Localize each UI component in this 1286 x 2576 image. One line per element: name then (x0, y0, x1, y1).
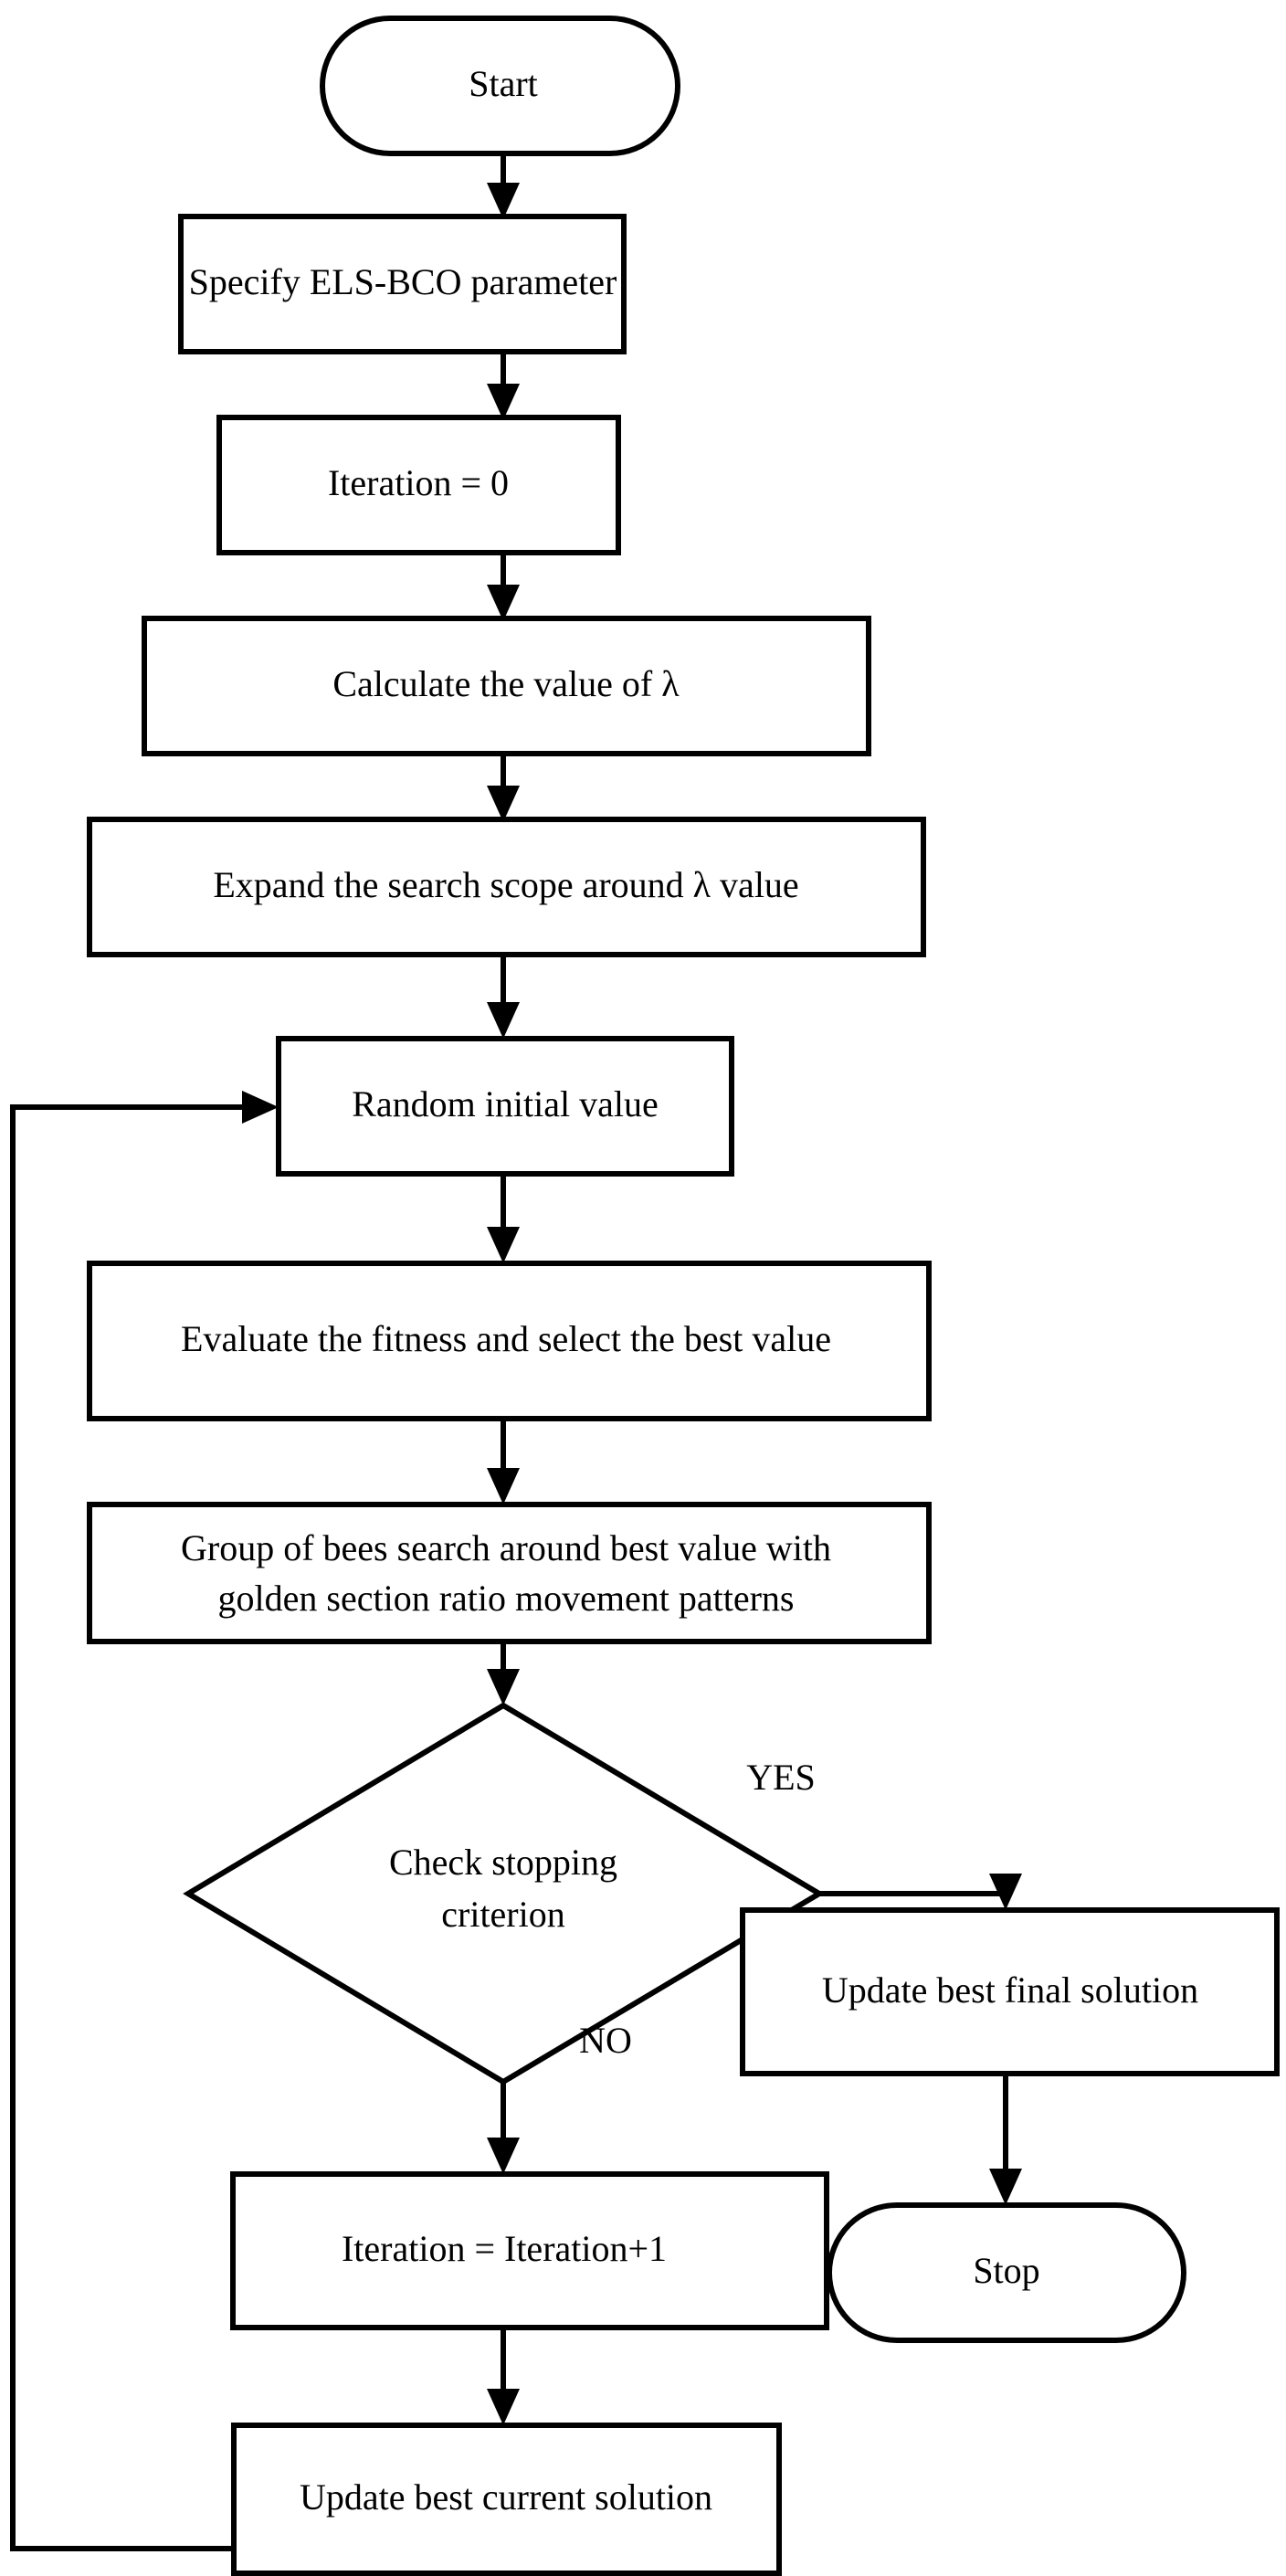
branch-label-no: NO (579, 2020, 632, 2061)
specify-parameter-label: Specify ELS-BCO parameter (189, 261, 617, 302)
node-calculate-lambda[interactable]: Calculate the value of λ (142, 616, 871, 756)
edge-update-final-to-stop (989, 2074, 1022, 2205)
stop-label: Stop (973, 2250, 1039, 2291)
node-expand-search-scope[interactable]: Expand the search scope around λ value (87, 817, 926, 957)
start-shape (320, 16, 680, 156)
iteration-zero-shape (216, 415, 621, 555)
edge-start-to-specify (487, 153, 520, 219)
edge-bees-search-to-check (487, 1642, 520, 1705)
branch-label-yes: YES (746, 1757, 816, 1798)
node-evaluate-fitness[interactable]: Evaluate the fitness and select the best… (87, 1261, 932, 1421)
node-iteration-increment[interactable]: Iteration = Iteration+1 (230, 2171, 829, 2330)
edge-check-no-to-iteration-increment (487, 2082, 520, 2174)
evaluate-fitness-shape (87, 1261, 932, 1421)
update-best-current-solution-shape (231, 2423, 782, 2576)
edge-specify-to-iteration0 (487, 352, 520, 420)
node-update-best-current-solution[interactable]: Update best current solution (231, 2423, 782, 2576)
update-best-current-solution-label: Update best current solution (300, 2476, 712, 2518)
calculate-lambda-label: Calculate the value of λ (332, 663, 680, 704)
bees-search-shape (87, 1502, 932, 1644)
edge-iteration0-to-calculate-lambda (487, 553, 520, 621)
expand-search-scope-shape (87, 817, 926, 957)
check-stopping-criterion-label-line1: Check stopping (389, 1842, 617, 1883)
edge-evaluate-to-bees-search (487, 1419, 520, 1504)
node-random-initial-value[interactable]: Random initial value (276, 1036, 734, 1177)
update-best-final-solution-shape (740, 1907, 1280, 2076)
edge-calculate-lambda-to-expand-scope (487, 754, 520, 822)
node-stop[interactable]: Stop (827, 2202, 1186, 2343)
edge-check-yes-to-update-final (819, 1874, 1022, 1910)
specify-parameter-shape (178, 214, 627, 354)
edge-random-initial-to-evaluate (487, 1174, 520, 1263)
check-stopping-criterion-label-line2: criterion (441, 1894, 565, 1935)
evaluate-fitness-label: Evaluate the fitness and select the best… (181, 1318, 831, 1359)
node-bees-search[interactable]: Group of bees search around best value w… (87, 1502, 932, 1644)
node-check-stopping-criterion[interactable]: Check stopping criterion (183, 1702, 825, 2085)
node-iteration-zero[interactable]: Iteration = 0 (216, 415, 621, 555)
node-start[interactable]: Start (320, 16, 680, 156)
node-update-best-final-solution[interactable]: Update best final solution (740, 1907, 1280, 2076)
expand-search-scope-label: Expand the search scope around λ value (213, 864, 798, 905)
iteration-zero-label: Iteration = 0 (328, 462, 509, 503)
bees-search-label-line2: golden section ratio movement patterns (218, 1578, 795, 1619)
edge-expand-scope-to-random-initial (487, 955, 520, 1039)
edge-iteration-increment-to-update-current (487, 2328, 520, 2425)
iteration-increment-shape (230, 2171, 829, 2330)
start-label: Start (469, 63, 538, 104)
random-initial-value-label: Random initial value (352, 1083, 659, 1124)
random-initial-value-shape (276, 1036, 734, 1177)
update-best-final-solution-label: Update best final solution (822, 1969, 1198, 2011)
node-specify-parameter[interactable]: Specify ELS-BCO parameter (178, 214, 627, 354)
bees-search-label-line1: Group of bees search around best value w… (181, 1527, 831, 1568)
calculate-lambda-shape (142, 616, 871, 756)
check-stopping-criterion-shape (183, 1702, 825, 2085)
iteration-increment-label: Iteration = Iteration+1 (342, 2228, 667, 2269)
